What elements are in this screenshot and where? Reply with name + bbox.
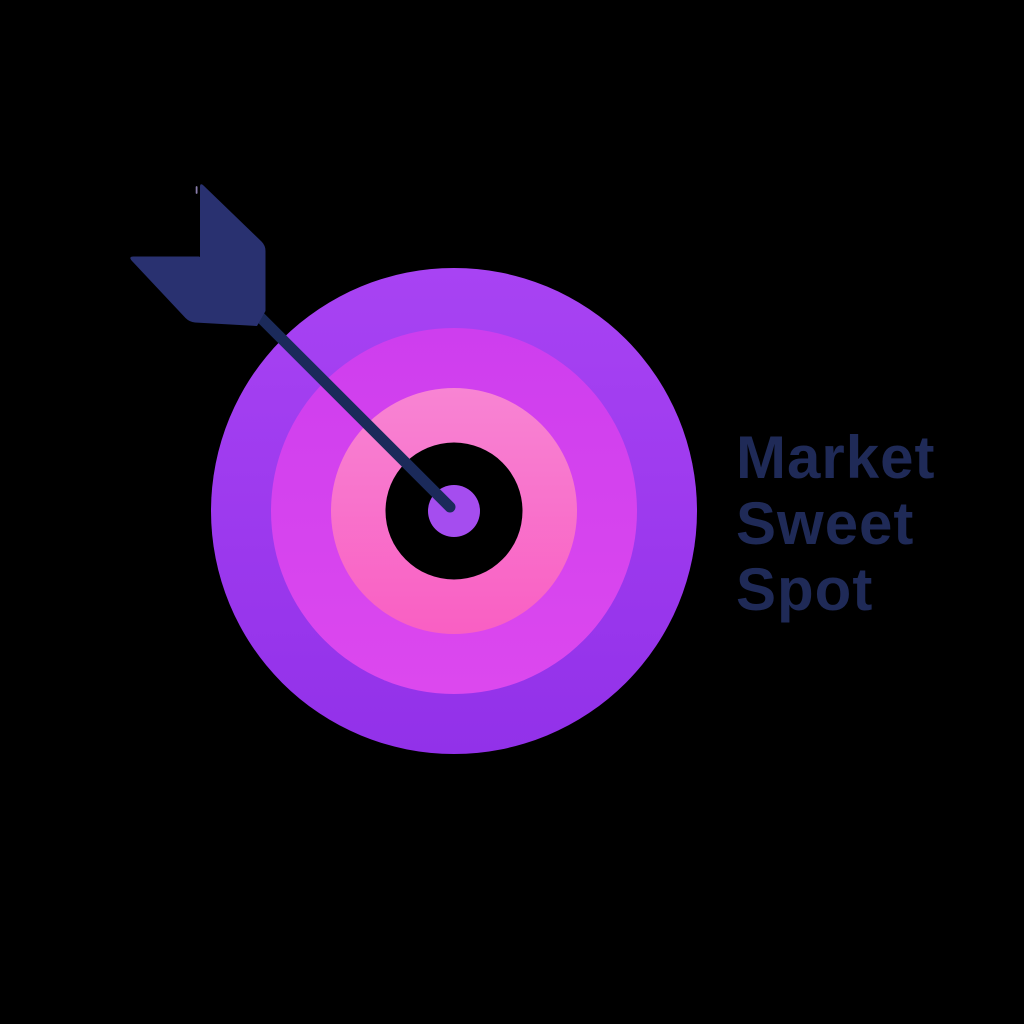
arrow-shaft-icon <box>234 291 456 513</box>
logo-text-line-3: Spot <box>736 556 873 623</box>
arrow-fletching-icon <box>130 184 266 326</box>
logo-text-line-1: Market <box>736 424 935 491</box>
logo-wordmark: Market Sweet Spot <box>736 424 935 623</box>
logo-text-line-2: Sweet <box>736 490 914 557</box>
